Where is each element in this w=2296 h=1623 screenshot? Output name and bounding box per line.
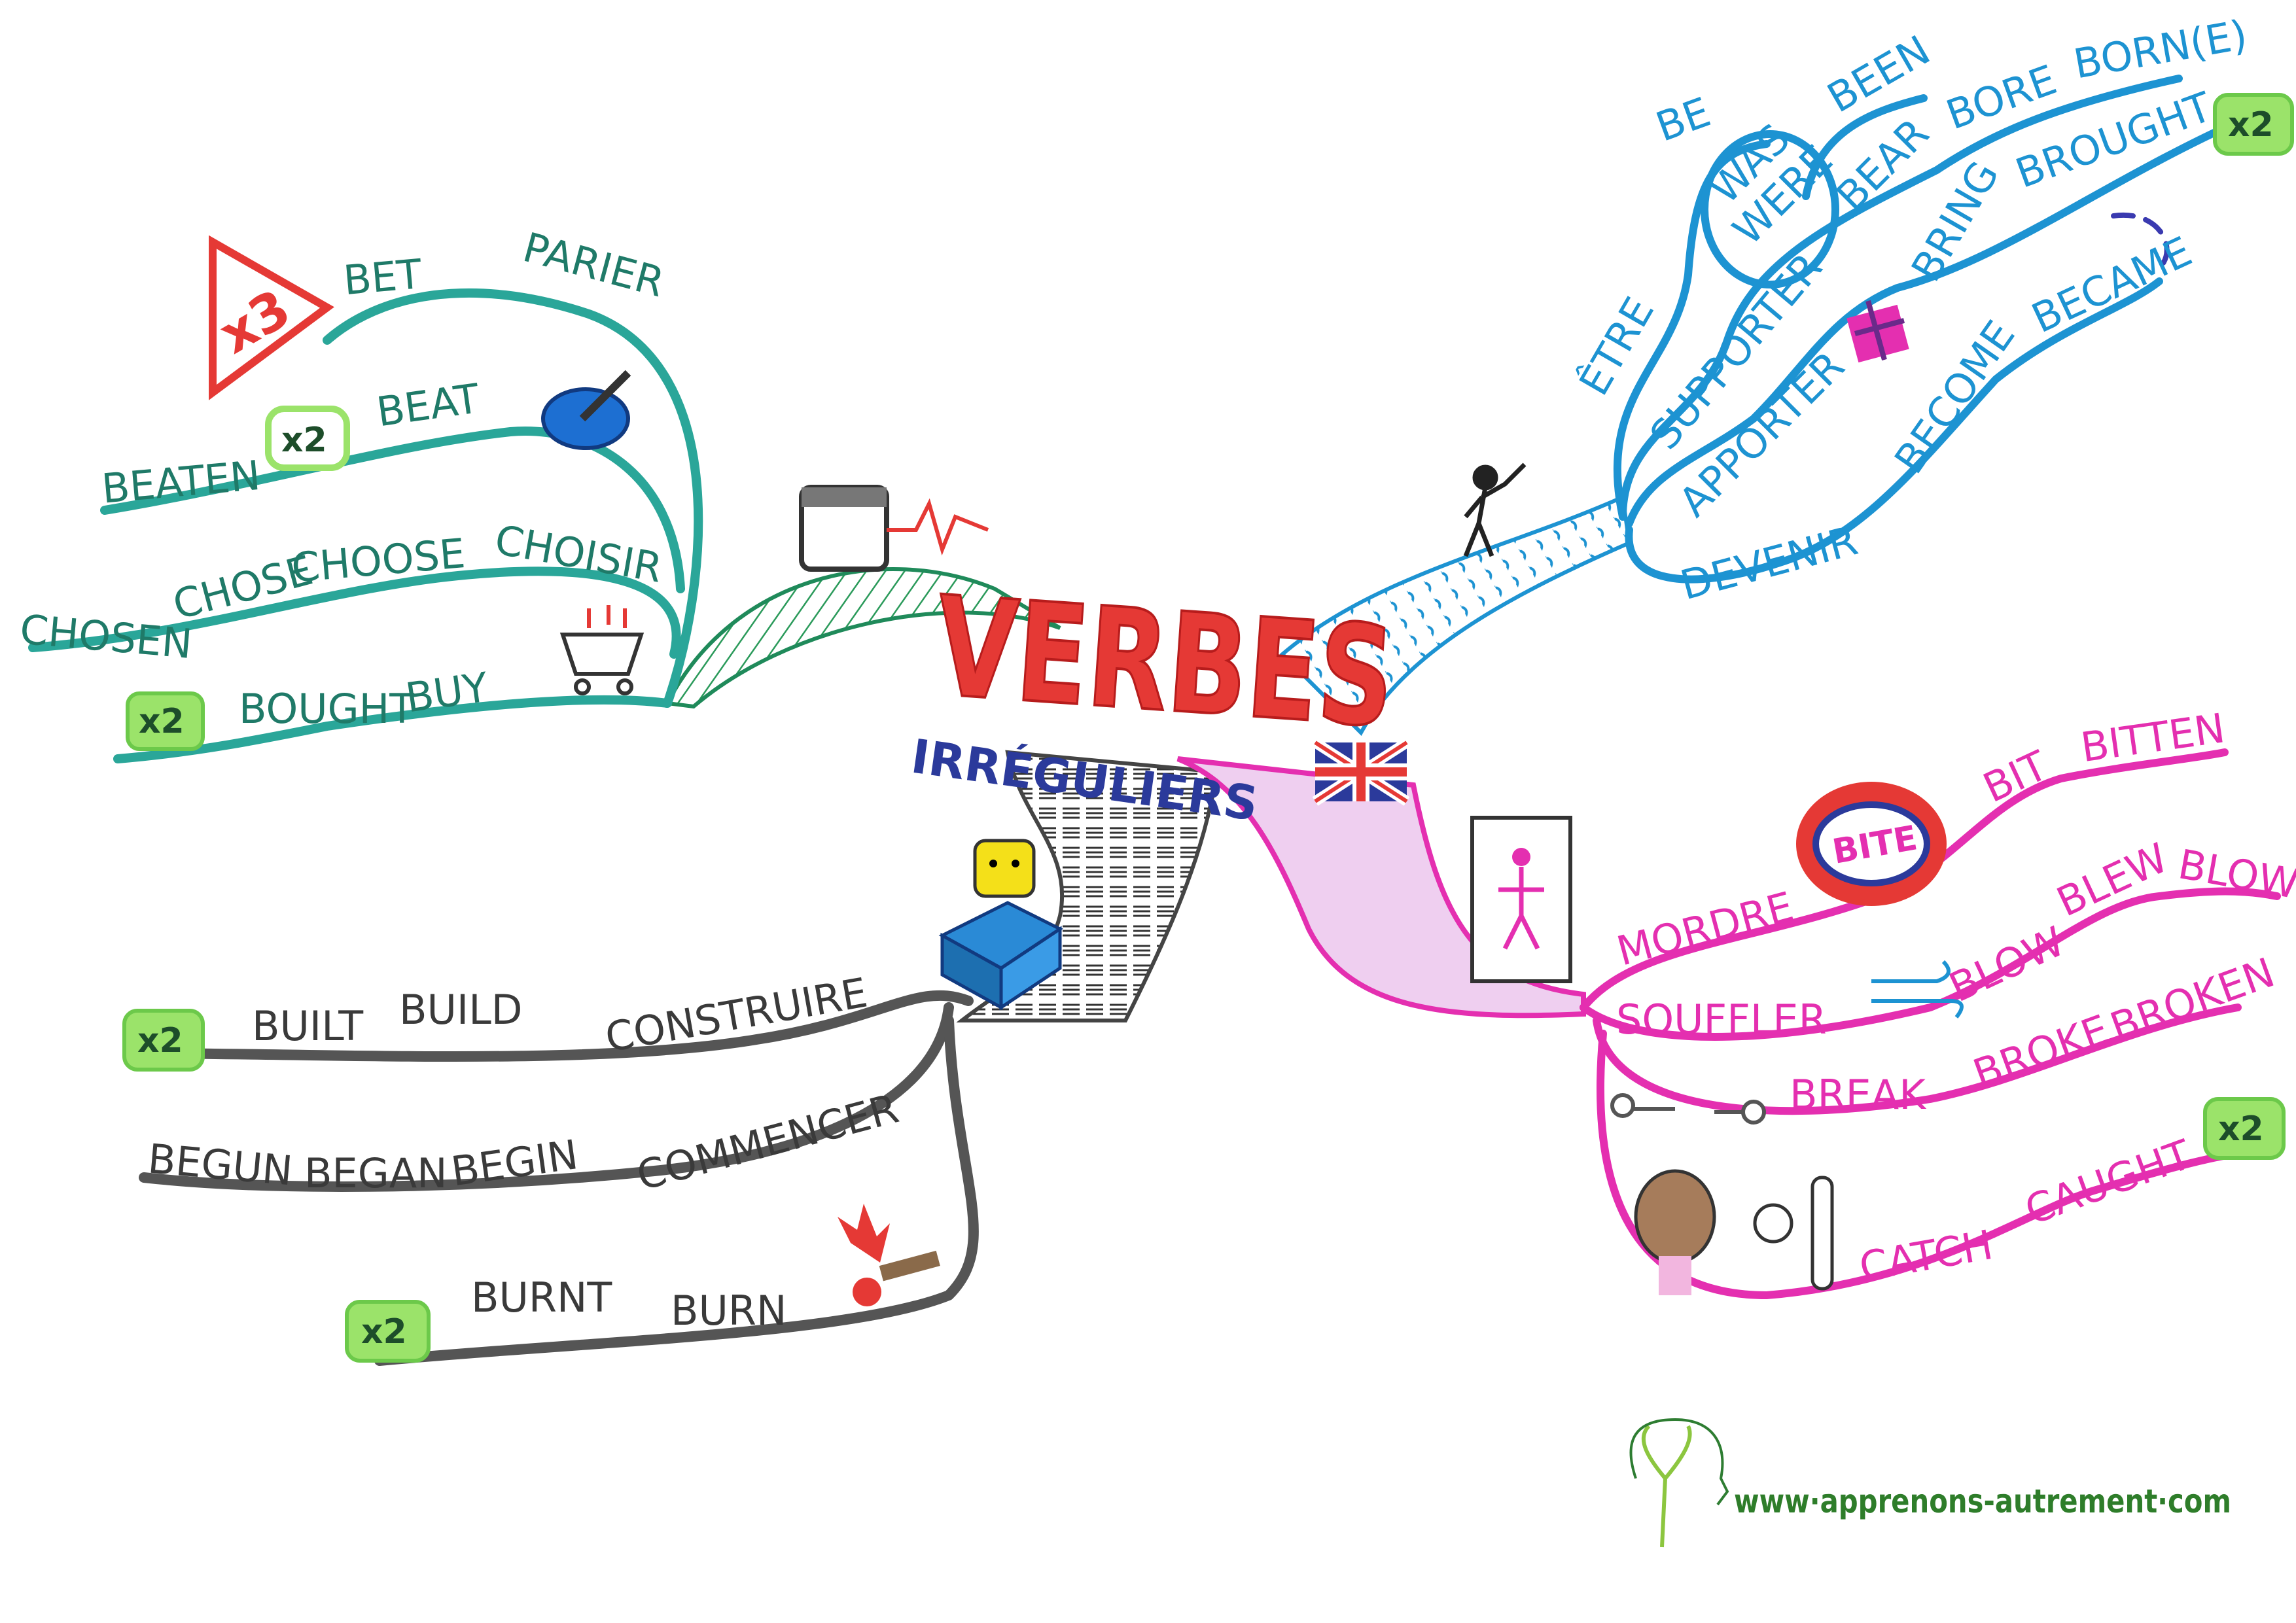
green-trunk [664, 567, 1061, 709]
verb-began: BEGAN [304, 1149, 448, 1197]
title: VERBES [931, 567, 1399, 758]
verb-mordre: MORDRE [1612, 882, 1798, 975]
verb-begin: BEGIN [448, 1130, 581, 1195]
verb-been: BEEN [1819, 26, 1937, 122]
x2-badge: x2 [345, 1300, 431, 1363]
wind-icon [1871, 960, 1964, 1019]
verb-burn: BURN [671, 1287, 786, 1335]
verb-caught: CAUGHT [2019, 1130, 2198, 1234]
x3-badge: x3 [209, 235, 334, 400]
verb-blow: BLOW [1942, 917, 2072, 1011]
lego-figure-icon [938, 839, 1063, 1011]
calendar-icon [799, 485, 989, 572]
whisk-bowl-icon [541, 370, 631, 450]
verb-chosen: CHOSEN [18, 605, 194, 668]
verb-devenir: DEVENIR [1676, 516, 1863, 609]
verb-bit: BIT [1976, 741, 2055, 812]
door-figure-icon [1470, 816, 1572, 983]
logo-text: www·apprenons-autrement·com [1734, 1482, 2231, 1520]
verb-buy: BUY [402, 663, 491, 722]
verb-built: BUILT [252, 1002, 364, 1050]
shopping-cart-icon [559, 605, 645, 695]
uk-flag-icon [1312, 738, 1410, 806]
verb-bore: BORE [1940, 56, 2062, 139]
verb-begun: BEGUN [146, 1135, 294, 1195]
verb-break: BREAK [1790, 1071, 1926, 1119]
verb-etre: ÊTRE [1570, 289, 1663, 403]
verb-choisir: CHOISIR [491, 515, 665, 592]
grey-branches [126, 990, 979, 1366]
svg-text:x2: x2 [2218, 1109, 2264, 1149]
svg-text:x2: x2 [137, 1021, 183, 1060]
pink-trunk [1176, 756, 1586, 1019]
svg-text:x2: x2 [281, 421, 327, 460]
apprenons-autrement-logo: www·apprenons-autrement·com [1629, 1418, 2231, 1548]
verb-catch: CATCH [1856, 1221, 1996, 1291]
svg-text:x2: x2 [2228, 105, 2274, 145]
verb-burnt: BURNT [471, 1274, 612, 1321]
verb-bitten: BITTEN [2078, 704, 2228, 771]
blue-branches [1613, 75, 2222, 584]
verb-beat: BEAT [374, 374, 483, 436]
pink-branches [1580, 748, 2281, 1299]
verb-became: BECAME [2024, 227, 2199, 342]
svg-text:x2: x2 [361, 1312, 407, 1352]
verb-bring: BRING [1902, 153, 2008, 289]
verb-be: BE [1650, 88, 1716, 151]
mouth-bite-icon: BITE [1796, 782, 1947, 906]
verb-beaten: BEATEN [100, 451, 262, 513]
x2-badge: x2 [126, 691, 205, 751]
verb-blown: BLOWN [2175, 840, 2296, 913]
verb-choose: CHOOSE [289, 529, 467, 592]
verb-commencer: COMMENCER [631, 1085, 903, 1200]
verb-broken: BROKEN [2104, 949, 2281, 1052]
waving-stick-figure-icon [1463, 462, 1527, 557]
verb-parier: PARIER [518, 223, 669, 306]
verb-bought: BOUGHT [239, 685, 415, 733]
x2-badge: x2 [2213, 93, 2294, 156]
gift-icon [1846, 300, 1909, 363]
verb-broke: BROKE [1967, 1005, 2115, 1098]
brain-tree-icon [1629, 1418, 1729, 1548]
verb-build: BUILD [399, 986, 522, 1034]
baseball-glove-bat-icon [1634, 1169, 1834, 1295]
verb-souffler: SOUFFLER [1616, 996, 1827, 1043]
x2-badge: x2 [265, 406, 350, 471]
svg-text:x2: x2 [139, 702, 185, 741]
verb-bet: BET [342, 250, 425, 304]
x2-badge: x2 [122, 1009, 205, 1072]
verb-bear-pp: BORN(E) [2070, 10, 2251, 88]
x2-badge: x2 [2203, 1097, 2286, 1160]
broken-bone-icon [1610, 1093, 1766, 1125]
burning-match-icon [838, 1204, 940, 1306]
verb-bear: BEAR [1827, 109, 1938, 220]
